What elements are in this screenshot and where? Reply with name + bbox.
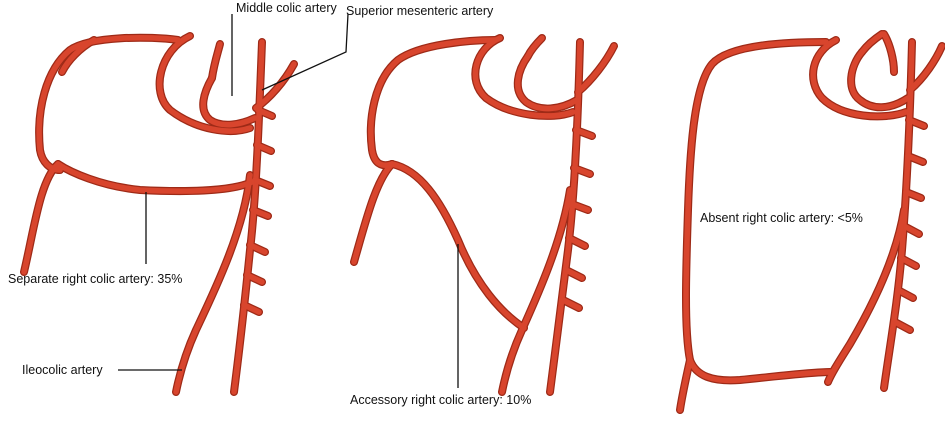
label-accessory-right-colic-artery: Accessory right colic artery: 10%	[350, 393, 531, 407]
label-separate-right-colic-artery: Separate right colic artery: 35%	[8, 272, 182, 286]
panel-separate-right-colic	[24, 36, 294, 392]
marginal-artery	[39, 38, 178, 170]
label-middle-colic-artery: Middle colic artery	[236, 1, 337, 15]
label-absent-right-colic-artery: Absent right colic artery: <5%	[700, 211, 863, 225]
leader-superior-mesenteric	[262, 14, 348, 90]
panel-accessory-right-colic	[354, 38, 614, 392]
label-superior-mesenteric-artery: Superior mesenteric artery	[346, 4, 494, 18]
right-colic-descending-branch	[24, 164, 58, 272]
label-ileocolic-artery: Ileocolic artery	[22, 363, 103, 377]
middle-colic-arcade	[862, 34, 894, 72]
